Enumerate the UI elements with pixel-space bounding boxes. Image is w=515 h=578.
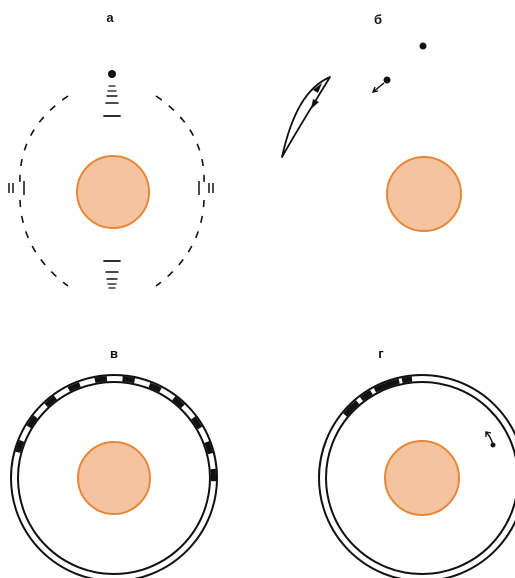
panel-b-label: б	[374, 12, 382, 27]
panel-v: в	[0, 346, 236, 578]
panel-b-nucleus	[387, 157, 461, 231]
panel-b-small-arrow	[373, 83, 384, 92]
panel-a-bottom-wavefronts	[104, 261, 120, 288]
panel-b-trajectory	[282, 77, 330, 157]
panel-g-particle	[491, 443, 496, 448]
panel-a-nucleus	[77, 156, 149, 228]
panel-g: г	[319, 346, 515, 578]
panel-b-arrowhead-lower	[311, 99, 319, 109]
panel-g-nucleus	[385, 441, 459, 515]
panel-a-label: а	[106, 10, 114, 25]
panel-b-particle-1	[420, 43, 427, 50]
panel-v-nucleus	[78, 442, 150, 514]
panel-g-label: г	[378, 346, 384, 361]
panel-v-label: в	[110, 346, 118, 361]
panel-a: а	[9, 10, 213, 288]
panel-b-particle-2	[384, 77, 391, 84]
panel-b: б	[282, 12, 461, 231]
panel-a-top-wavefronts	[104, 86, 120, 116]
panel-a-particle	[108, 70, 116, 78]
